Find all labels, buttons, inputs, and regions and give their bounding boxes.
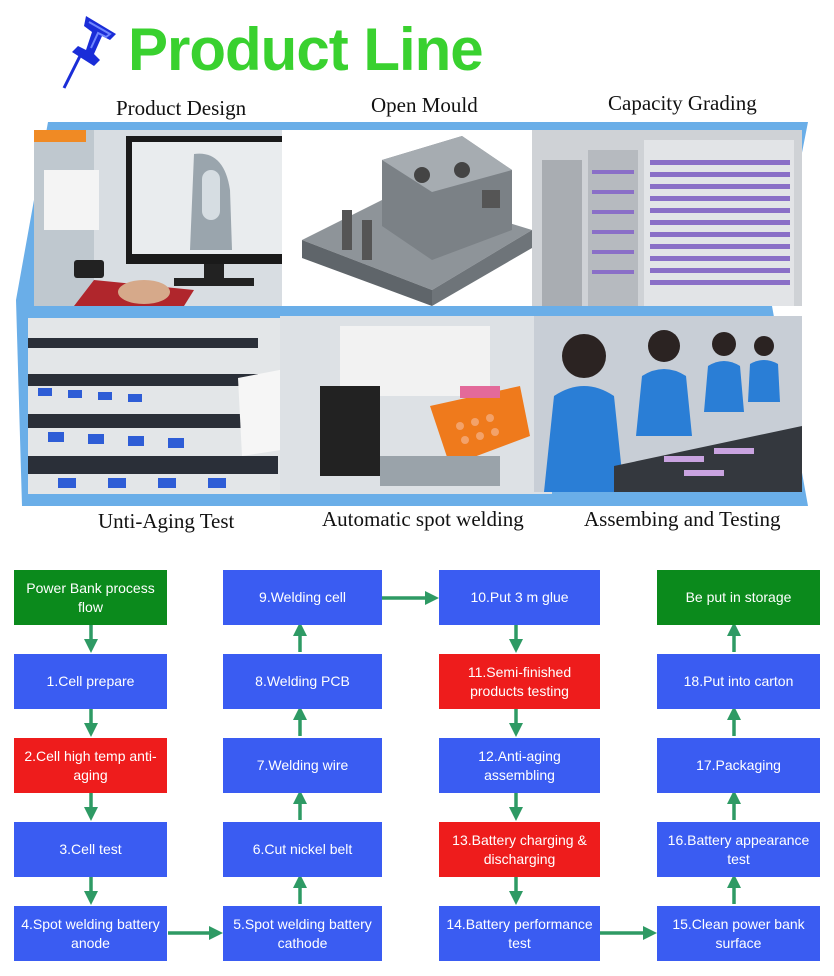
photo-label-capacity-grading: Capacity Grading [608,91,757,115]
flow-step-7: 7.Welding wire [223,738,382,793]
photo-label-open-mould: Open Mould [371,93,478,117]
flow-step-14: 14.Battery performance test [439,906,600,961]
flow-start: Power Bank process flow [14,570,167,625]
photo-open-mould [282,130,554,306]
flow-step-8: 8.Welding PCB [223,654,382,709]
photo-unti-aging-test [28,318,298,494]
photo-label-assembing-and-testing: Assembing and Testing [584,507,781,531]
flow-step-9: 9.Welding cell [223,570,382,625]
flow-step-13: 13.Battery charging & discharging [439,822,600,877]
photo-label-automatic-spot-welding: Automatic spot welding [322,507,524,531]
flow-step-12: 12.Anti-aging assembling [439,738,600,793]
flow-step-18: 18.Put into carton [657,654,820,709]
flow-step-1: 1.Cell prepare [14,654,167,709]
photo-label-unti-aging-test: Unti-Aging Test [98,509,235,533]
photo-label-product-design: Product Design [116,96,247,120]
photo-assembing-and-testing [534,316,802,492]
flow-step-4: 4.Spot welding battery anode [14,906,167,961]
flow-end: Be put in storage [657,570,820,625]
flow-step-11: 11.Semi-finished products testing [439,654,600,709]
page-title: Product Line [128,16,484,83]
photo-automatic-spot-welding [280,316,552,494]
flow-step-2: 2.Cell high temp anti-aging [14,738,167,793]
flow-step-15: 15.Clean power bank surface [657,906,820,961]
flow-step-5: 5.Spot welding battery cathode [223,906,382,961]
photo-capacity-grading [532,130,802,306]
flow-step-17: 17.Packaging [657,738,820,793]
push-pin-icon [62,16,116,89]
photo-product-design [34,130,302,306]
flow-step-6: 6.Cut nickel belt [223,822,382,877]
flow-step-16: 16.Battery appearance test [657,822,820,877]
flow-step-3: 3.Cell test [14,822,167,877]
flow-step-10: 10.Put 3 m glue [439,570,600,625]
